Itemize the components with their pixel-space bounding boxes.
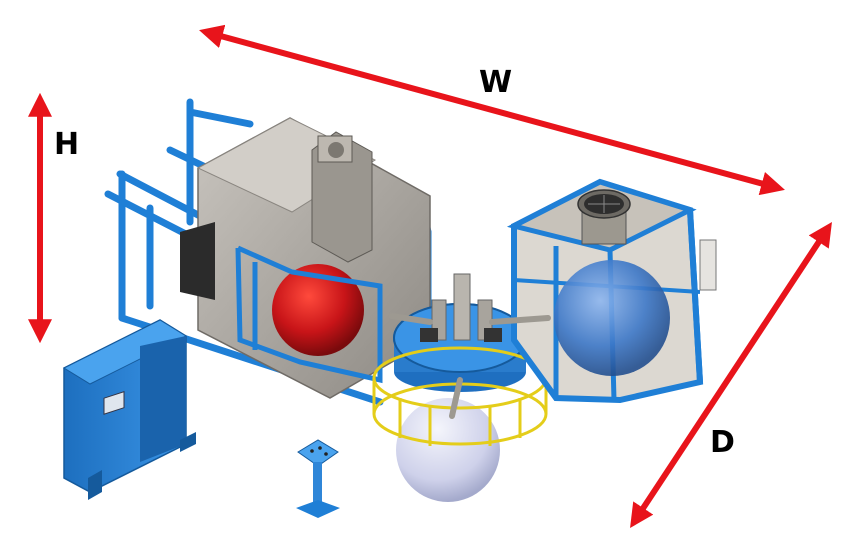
- load-sphere: [396, 398, 500, 502]
- turret-arms: [389, 313, 551, 419]
- depth-arrow: [630, 221, 832, 529]
- height-label: H: [54, 127, 80, 162]
- width-arrow: [199, 24, 785, 196]
- operator-pendant: [296, 439, 340, 518]
- hmi-screen: [103, 391, 125, 415]
- control-cabinet: [62, 319, 196, 500]
- mold-sphere-red: [272, 264, 364, 356]
- width-label: W: [479, 65, 513, 100]
- depth-label: D: [710, 425, 735, 460]
- oven-door-frame: [235, 245, 383, 384]
- oven-chamber: [180, 117, 431, 399]
- fan-icon: [577, 189, 631, 245]
- mold-sphere-cooling: [554, 260, 670, 376]
